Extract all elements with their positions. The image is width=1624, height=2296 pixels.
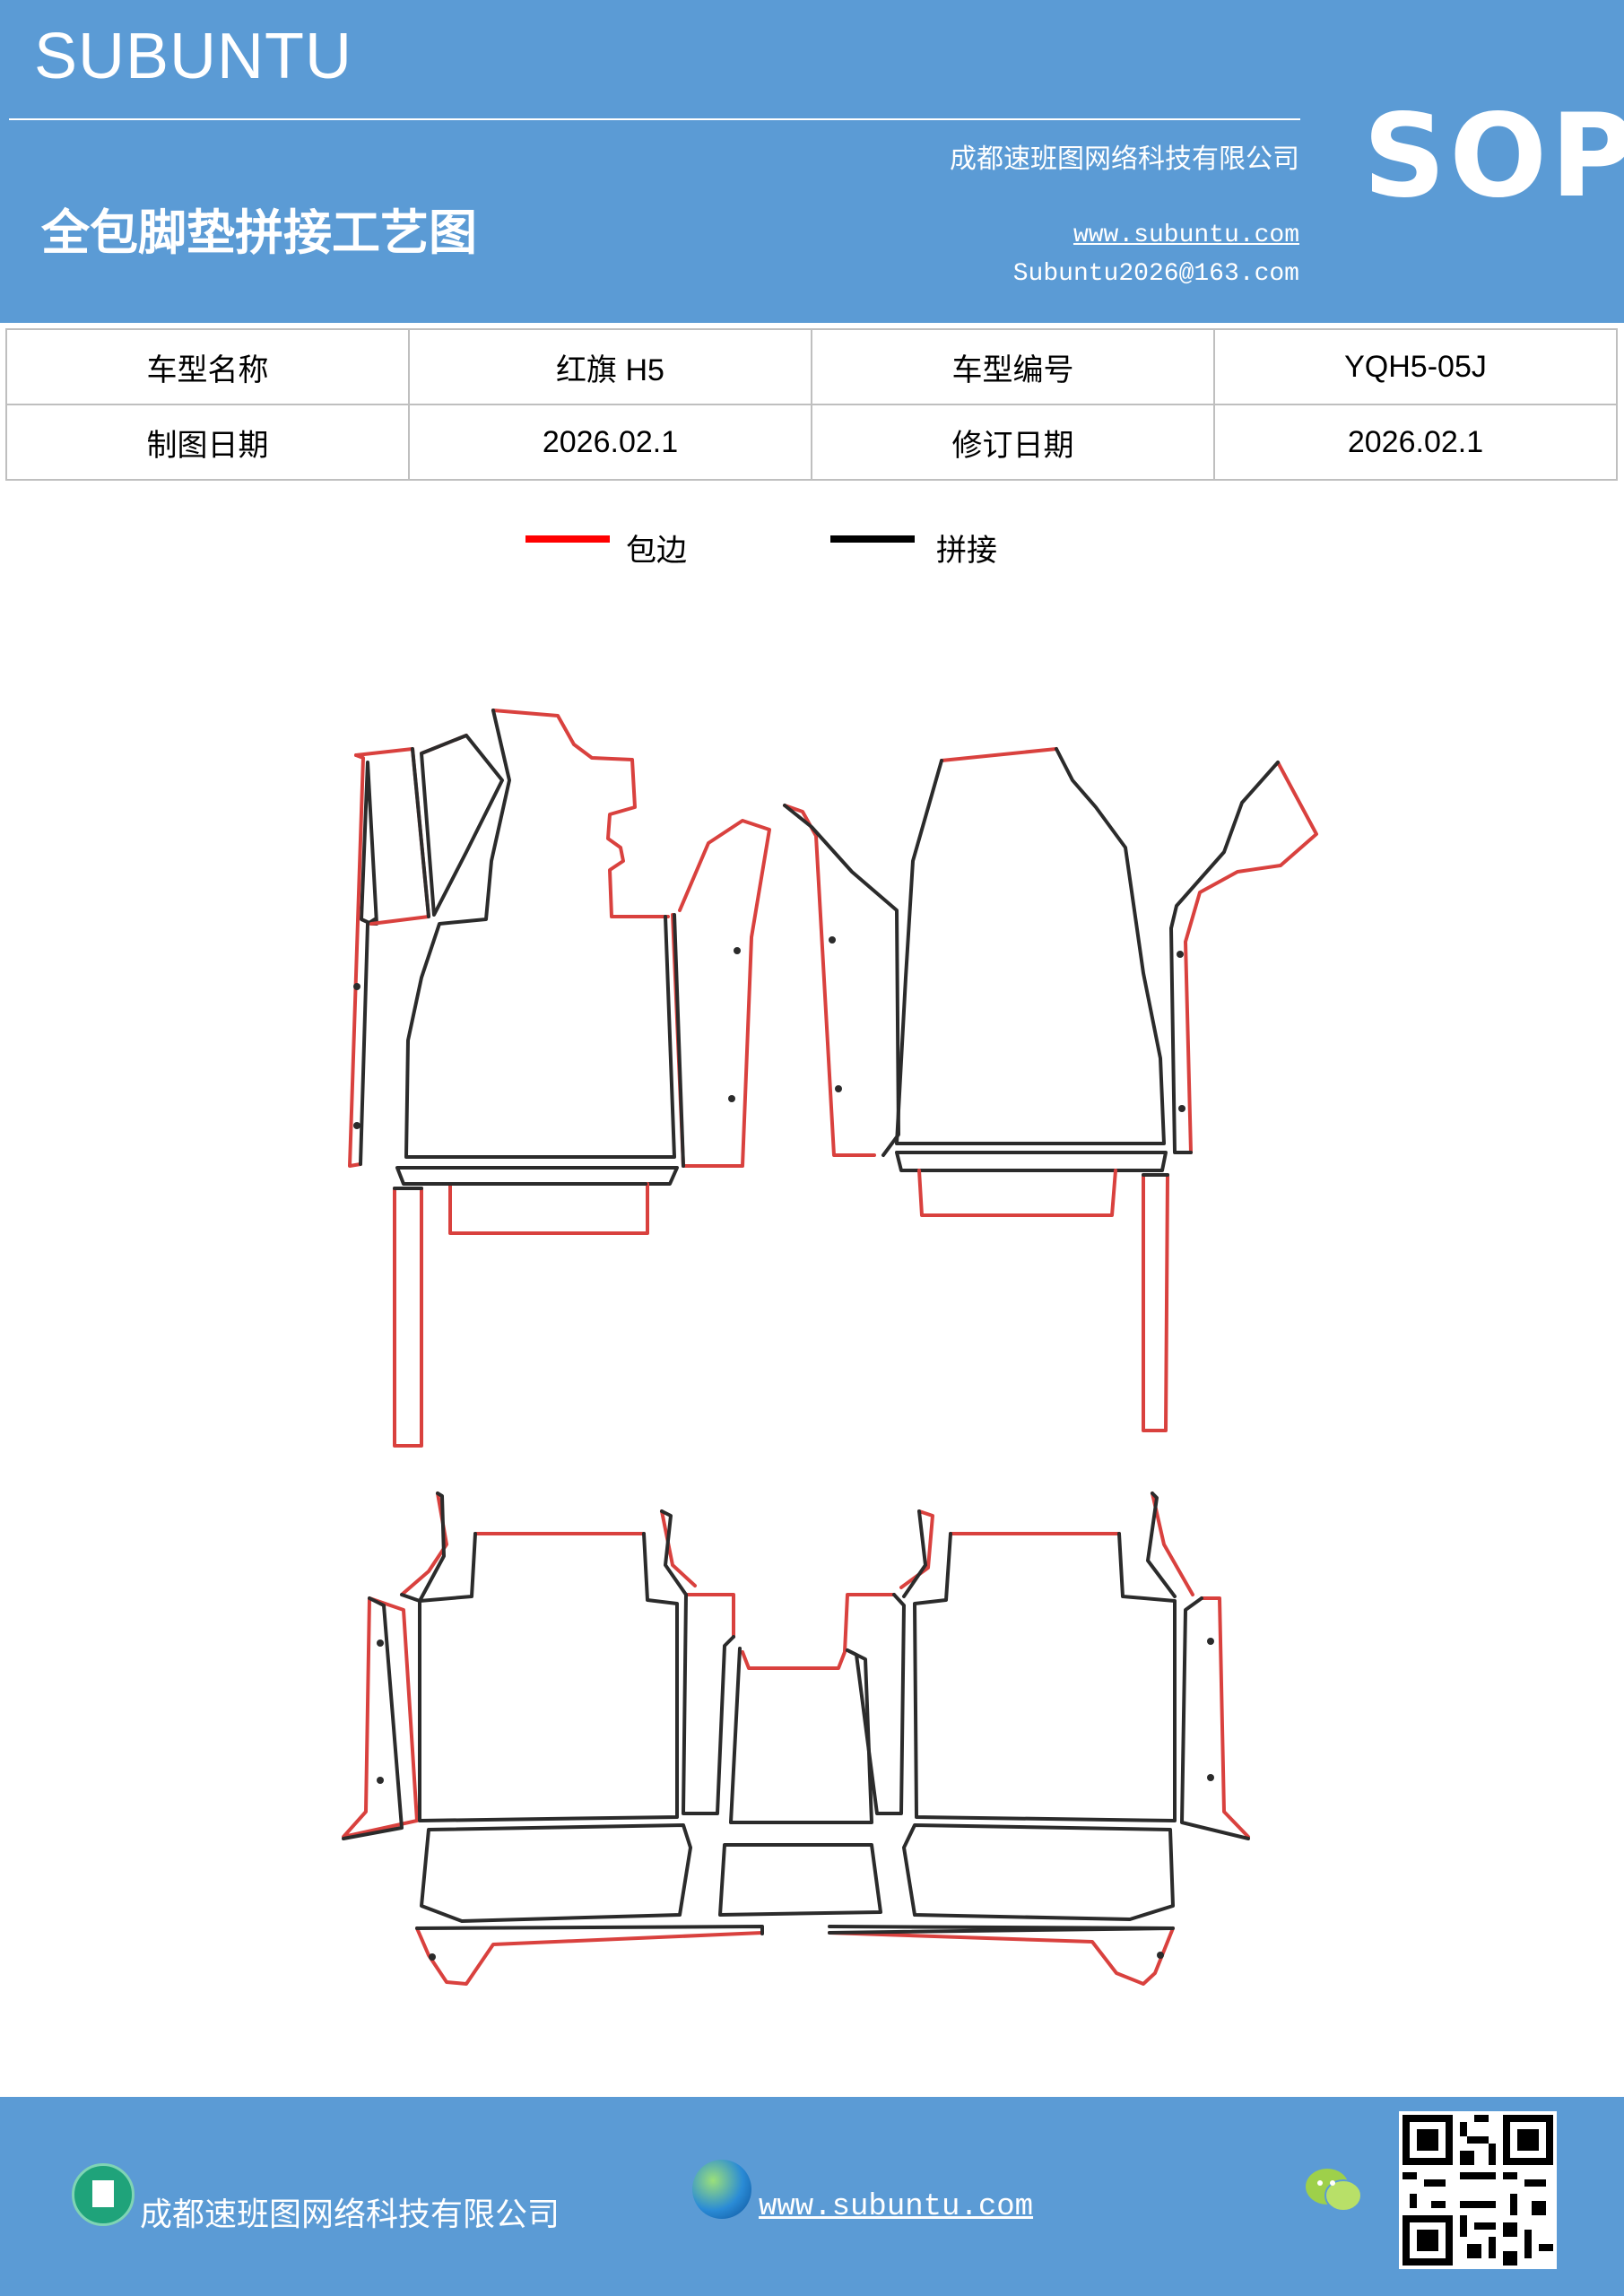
snap-point bbox=[1177, 951, 1184, 958]
mat-piece-edge bbox=[783, 804, 876, 1157]
mat-piece bbox=[395, 1166, 679, 1186]
mat-piece bbox=[673, 913, 685, 1168]
snap-point bbox=[835, 1085, 842, 1092]
legend-edge-label: 包边 bbox=[626, 533, 687, 569]
mat-piece-edge bbox=[415, 1926, 764, 1986]
mat-piece-edge bbox=[1200, 1596, 1250, 1839]
mat-piece-edge bbox=[342, 1596, 419, 1839]
mat-piece bbox=[729, 1647, 873, 1824]
mat-piece-edge bbox=[393, 1187, 423, 1448]
mat-piece bbox=[783, 804, 900, 1157]
qr-code bbox=[1399, 2111, 1557, 2269]
front-left-mat-group bbox=[348, 709, 771, 1448]
mat-piece bbox=[902, 1509, 927, 1598]
mat-piece-edge bbox=[400, 1492, 448, 1596]
front-right-mat-group bbox=[783, 747, 1318, 1432]
mat-piece bbox=[411, 747, 430, 918]
mat-piece bbox=[420, 734, 504, 917]
footer-website-link[interactable]: www.subuntu.com bbox=[759, 2190, 1034, 2224]
mat-piece bbox=[1180, 1596, 1250, 1840]
mat-piece bbox=[415, 1925, 764, 1935]
snap-point bbox=[1207, 1638, 1214, 1645]
model-name-value: 红旗 H5 bbox=[408, 328, 812, 405]
snap-point bbox=[829, 936, 836, 944]
header-email: Subuntu2026@163.com bbox=[1012, 260, 1299, 288]
wechat-icon[interactable] bbox=[1304, 2165, 1363, 2215]
mat-piece bbox=[846, 1593, 906, 1815]
snap-point bbox=[353, 1122, 360, 1129]
mat-piece bbox=[400, 1492, 446, 1603]
sop-badge: SOP bbox=[1363, 90, 1624, 223]
header-divider bbox=[9, 118, 1300, 120]
building-icon bbox=[72, 2163, 135, 2226]
snap-point bbox=[1207, 1774, 1214, 1781]
legend-joint-swatch bbox=[830, 535, 915, 543]
legend-joint-label: 拼接 bbox=[936, 533, 997, 569]
snap-point bbox=[353, 983, 360, 990]
mat-piece-edge bbox=[1151, 1492, 1194, 1596]
snap-point bbox=[377, 1639, 384, 1647]
model-code-label: 车型编号 bbox=[811, 328, 1215, 405]
mat-piece-edge bbox=[491, 709, 670, 918]
mat-piece bbox=[1169, 761, 1280, 1154]
table-row: 制图日期 2026.02.1 修订日期 2026.02.1 bbox=[5, 404, 1618, 481]
snap-point bbox=[1178, 1105, 1185, 1112]
mat-piece-edge bbox=[660, 1509, 697, 1587]
mat-piece-edge bbox=[671, 819, 771, 1168]
mat-piece-edge bbox=[684, 1593, 735, 1639]
mat-piece-edge bbox=[917, 1169, 1117, 1217]
mat-piece-edge bbox=[741, 1593, 896, 1670]
header-banner bbox=[0, 0, 1624, 323]
mat-piece-edge bbox=[1142, 1173, 1169, 1432]
mat-piece bbox=[359, 918, 377, 1166]
snap-point bbox=[734, 947, 741, 954]
snap-point bbox=[728, 1095, 735, 1102]
mat-piece bbox=[342, 1596, 404, 1840]
draw-date-value: 2026.02.1 bbox=[408, 404, 812, 481]
draw-date-label: 制图日期 bbox=[5, 404, 410, 481]
model-name-label: 车型名称 bbox=[5, 328, 410, 405]
info-table: 车型名称 红旗 H5 车型编号 YQH5-05J 制图日期 2026.02.1 … bbox=[5, 328, 1618, 481]
header-website-link[interactable]: www.subuntu.com bbox=[1073, 222, 1299, 249]
table-row: 车型名称 红旗 H5 车型编号 YQH5-05J bbox=[5, 328, 1618, 405]
mat-piece bbox=[895, 1151, 1168, 1172]
legend-edge-swatch bbox=[525, 535, 610, 543]
snap-point bbox=[1157, 1952, 1164, 1959]
mat-piece bbox=[828, 1925, 1175, 1935]
mat-piece bbox=[895, 747, 1166, 1145]
mat-piece-edge bbox=[828, 1926, 1175, 1986]
revise-date-label: 修订日期 bbox=[811, 404, 1215, 481]
mat-piece bbox=[718, 1843, 882, 1917]
mat-piece bbox=[420, 1823, 692, 1923]
mat-piece bbox=[913, 1532, 1177, 1822]
snap-point bbox=[429, 1953, 436, 1961]
revise-date-value: 2026.02.1 bbox=[1213, 404, 1618, 481]
mat-piece bbox=[902, 1823, 1175, 1921]
mat-piece bbox=[404, 709, 676, 1159]
rear-mat-group bbox=[342, 1492, 1250, 1986]
mat-piece-edge bbox=[448, 1182, 649, 1235]
header-company: 成都速班图网络科技有限公司 bbox=[950, 144, 1299, 175]
brand-name: SUBUNTU bbox=[34, 21, 353, 92]
globe-icon bbox=[692, 2160, 751, 2219]
model-code-value: YQH5-05J bbox=[1213, 328, 1618, 405]
mat-piece bbox=[1146, 1492, 1177, 1598]
mat-piece bbox=[682, 1593, 735, 1815]
document-title: 全包脚垫拼接工艺图 bbox=[41, 204, 477, 261]
snap-point bbox=[377, 1777, 384, 1784]
mat-piece bbox=[418, 1532, 679, 1822]
mat-piece-edge bbox=[1184, 761, 1318, 1154]
footer-company: 成都速班图网络科技有限公司 bbox=[140, 2196, 560, 2233]
mat-piece-edge bbox=[940, 747, 1058, 762]
mat-piece bbox=[660, 1509, 688, 1596]
